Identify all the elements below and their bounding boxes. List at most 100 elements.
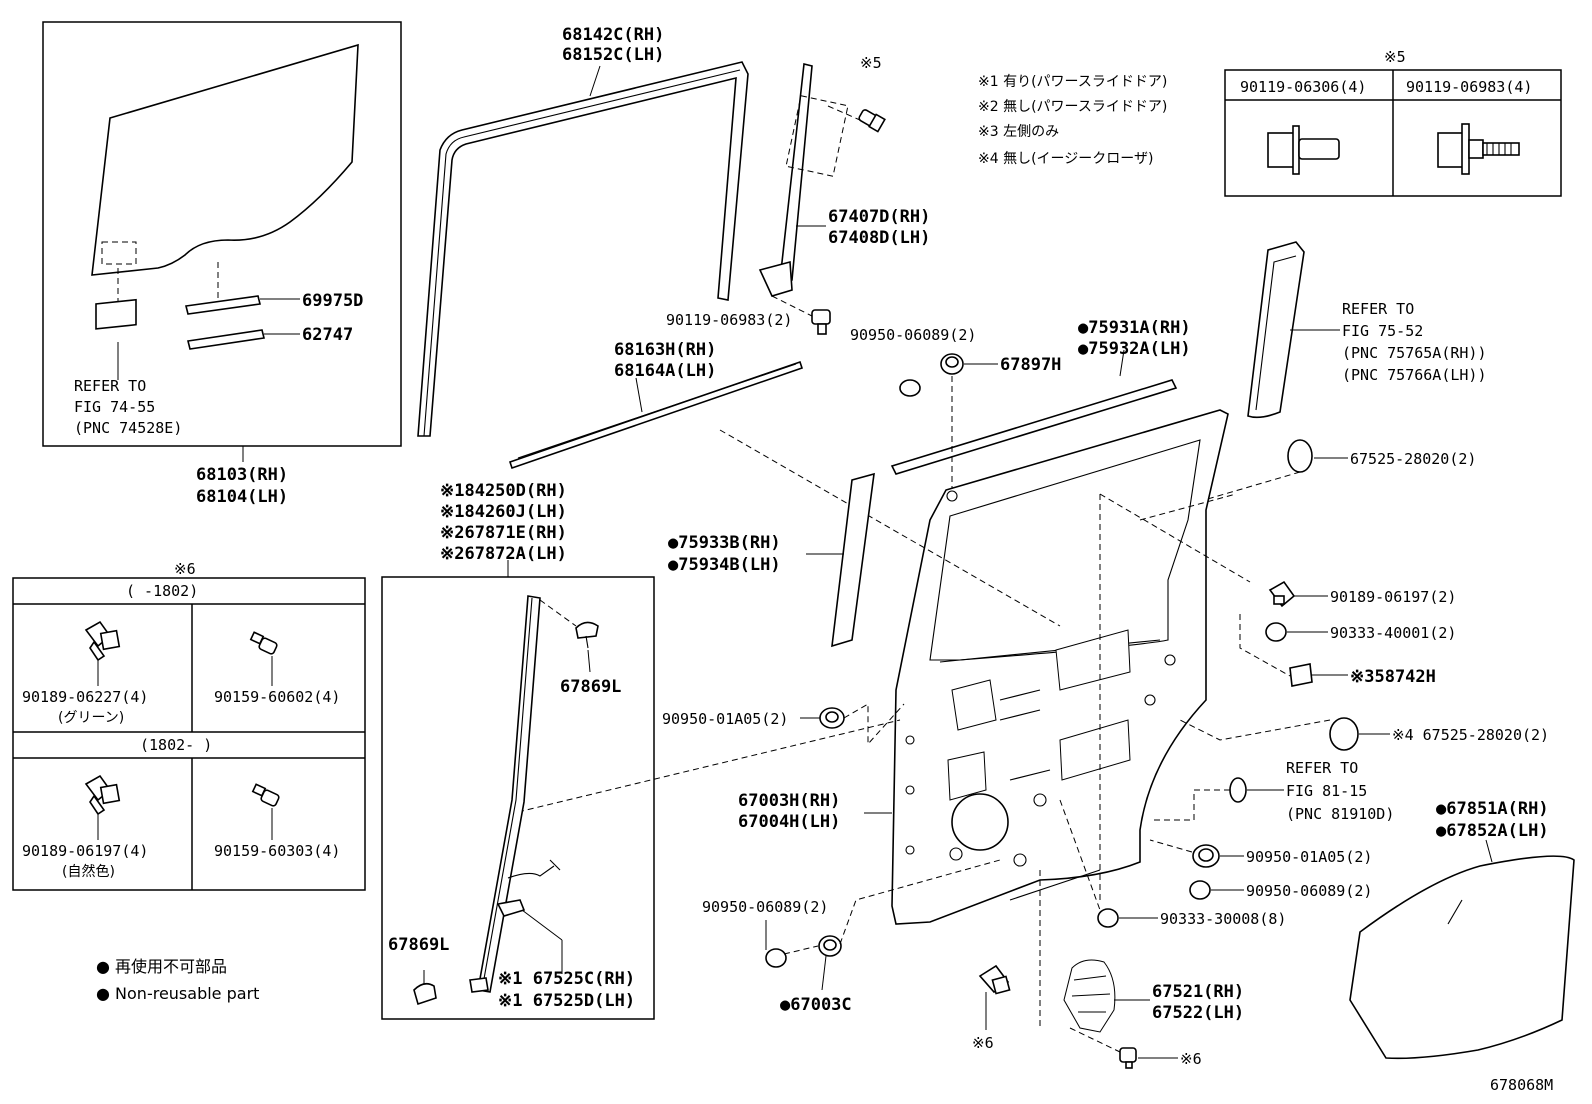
door-seal: ●67851A(RH) ●67852A(LH) — [1349, 799, 1575, 1060]
plug-90333-30008: 90333-30008(8) — [1059, 799, 1286, 928]
glass-label — [95, 298, 137, 330]
label-grommet2: 90950-01A05(2) — [662, 710, 788, 728]
legend-line-1: ● 再使用不可部品 — [96, 957, 227, 976]
label-run-rh: 68142C(RH) — [562, 25, 664, 45]
bolt-icon — [1267, 125, 1340, 175]
clip-icon — [978, 964, 1011, 995]
refer-4: (PNC 75766A(LH)) — [1342, 366, 1487, 384]
label-sw2-rh: ※267871E(RH) — [440, 523, 567, 543]
spacer-69975d — [185, 295, 261, 315]
door-panel: 67003H(RH) 67004H(LH) — [738, 409, 1229, 925]
hole-plug-2: ※4 67525-28020(2) — [1179, 717, 1549, 751]
switch-frame — [381, 576, 655, 1020]
label-69975d: 69975D — [302, 291, 363, 311]
clip-icon — [1268, 580, 1296, 608]
ref6-row1-header: ( -1802) — [126, 582, 198, 600]
pillar-garnish: REFER TO FIG 75-52 (PNC 75765A(RH)) (PNC… — [1247, 241, 1487, 419]
glass-frame — [42, 21, 402, 447]
plug-90333-40001: 90333-40001(2) — [1265, 622, 1456, 642]
screw-icon — [249, 631, 278, 655]
glass-assembly-box: 69975D 62747 REFER TO FIG 74-55 (PNC 745… — [42, 21, 402, 507]
glass-mark — [101, 241, 137, 265]
ref6-title: ※6 — [174, 560, 196, 578]
cushion — [496, 899, 526, 917]
label-shield-lh: 67522(LH) — [1152, 1003, 1244, 1023]
label-cushion-lh: ※1 67525D(LH) — [498, 991, 635, 1011]
pressure-sensor — [477, 595, 541, 993]
refer-1: REFER TO — [1342, 300, 1414, 318]
label-clip1: 90189-06197(2) — [1330, 588, 1456, 606]
ref6-r1c1-sub: (グリーン) — [58, 710, 124, 726]
ref6-r1c2: 90159-60602(4) — [214, 688, 340, 706]
grommet-90950-01a05-right: 90950-01A05(2) — [1149, 839, 1372, 868]
plug-90950-06089-right: 90950-06089(2) — [1189, 880, 1372, 900]
label-hole2: ※4 67525-28020(2) — [1392, 726, 1549, 744]
guide-lines — [517, 429, 1251, 900]
note-1: ※1 有り(パワースライドドア) — [978, 74, 1167, 90]
ref81-3: (PNC 81910D) — [1286, 805, 1394, 823]
refer-81-15: REFER TO FIG 81-15 (PNC 81910D) — [1150, 759, 1394, 823]
ref5-col2: 90119-06983(4) — [1406, 78, 1532, 96]
clip-icon — [84, 620, 121, 662]
label-hole-cover: ●67003C — [780, 995, 852, 1015]
belt-moulding: 68163H(RH) 68164A(LH) — [508, 340, 804, 470]
label-grommet3: 90950-01A05(2) — [1246, 848, 1372, 866]
label-sw-rh: ※184250D(RH) — [440, 481, 567, 501]
clip-67869l-upper — [575, 621, 599, 639]
label-sw2-lh: ※267872A(LH) — [440, 544, 567, 564]
label-run-lh: 68152C(LH) — [562, 45, 664, 65]
ref6-row2-header: (1802- ) — [140, 736, 212, 754]
pillar-moulding: ●75933B(RH) ●75934B(LH) — [668, 472, 875, 648]
label-glass-lh: 68104(LH) — [196, 487, 288, 507]
label-x6-a: ※6 — [972, 1034, 994, 1052]
label-chan-rh: 67407D(RH) — [828, 207, 930, 227]
diagram-id: 678068M — [1490, 1076, 1553, 1094]
grommet-67897h: 90950-06089(2) 67897H — [850, 326, 1061, 500]
label-panel-lh: 67004H(LH) — [738, 812, 840, 832]
bolt-icon — [811, 309, 831, 335]
label-plug5: 90333-30008(8) — [1160, 910, 1286, 928]
label-mold-rh: ●75931A(RH) — [1078, 318, 1191, 338]
bolt-icon — [858, 109, 886, 133]
label-hole1: 67525-28020(2) — [1350, 450, 1476, 468]
refer-3: (PNC 75765A(RH)) — [1342, 344, 1487, 362]
label-pillar-rh: ●75933B(RH) — [668, 533, 781, 553]
label-seal-rh: ●67851A(RH) — [1436, 799, 1549, 819]
label-bolt-top: 90119-06983(2) — [666, 311, 792, 329]
label-pillar-lh: ●75934B(LH) — [668, 555, 781, 575]
glass-refer-1: REFER TO — [74, 377, 146, 395]
ref6-table: ※6 ( -1802) (1802- ) 90189-06227(4) (グリー… — [12, 560, 366, 891]
ref81-1: REFER TO — [1286, 759, 1358, 777]
ref5-title: ※5 — [1384, 48, 1406, 66]
label-grommet1: 67897H — [1000, 355, 1061, 375]
label-cover: ※358742H — [1350, 667, 1436, 687]
label-sw-lh: ※184260J(LH) — [440, 502, 567, 522]
glass-refer-2: FIG 74-55 — [74, 398, 155, 416]
label-chan-lh: 67408D(LH) — [828, 228, 930, 248]
note-3: ※3 左側のみ — [978, 124, 1059, 140]
refer-2: FIG 75-52 — [1342, 322, 1423, 340]
label-mold-lh: ●75932A(LH) — [1078, 339, 1191, 359]
label-cushion-rh: ※1 67525C(RH) — [498, 969, 635, 989]
bottom-clip: ※6 — [972, 964, 1011, 1052]
glass-run: 68142C(RH) 68152C(LH) — [417, 25, 749, 437]
legend: ● 再使用不可部品 ● Non-reusable part — [96, 957, 259, 1003]
label-panel-rh: 67003H(RH) — [738, 791, 840, 811]
plug-90950-06089-lower: 90950-06089(2) ●67003C — [702, 859, 1001, 1015]
ref6-r1c1: 90189-06227(4) — [22, 688, 148, 706]
bolt-icon — [1119, 1047, 1137, 1069]
ref5-col1: 90119-06306(4) — [1240, 78, 1366, 96]
label-seal-lh: ●67852A(LH) — [1436, 821, 1549, 841]
label-belt-lh: 68164A(LH) — [614, 361, 716, 381]
label-plug4: 90950-06089(2) — [702, 898, 828, 916]
ref6-r2c1: 90189-06197(4) — [22, 842, 148, 860]
cover-58742h: ※358742H — [1239, 614, 1436, 687]
label-belt-rh: 68163H(RH) — [614, 340, 716, 360]
switch-assembly-box: ※184250D(RH) ※184260J(LH) ※267871E(RH) ※… — [381, 481, 655, 1020]
label-clip-l2: 67869L — [388, 935, 449, 955]
label-x5-top: ※5 — [860, 54, 882, 72]
ref6-frame — [12, 577, 366, 891]
grommet-90950-01a05-left: 90950-01A05(2) — [662, 703, 905, 746]
wire-harness — [507, 859, 561, 879]
